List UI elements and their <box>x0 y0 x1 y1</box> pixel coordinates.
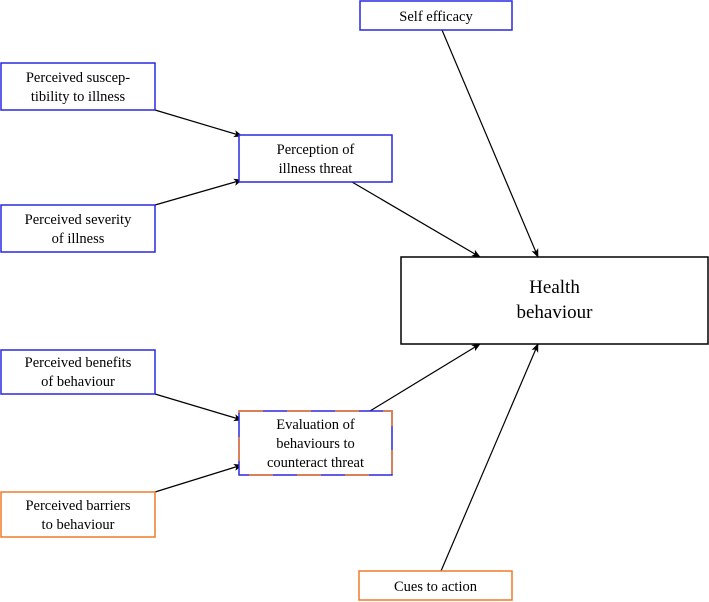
node-self-efficacy: Self efficacy <box>359 0 513 31</box>
node-perceived-benefits: Perceived benefits of behaviour <box>0 349 156 395</box>
node-perceived-susceptibility: Perceived suscep- tibility to illness <box>0 62 156 111</box>
node-label: Perception of <box>277 142 355 158</box>
node-label: tibility to illness <box>31 89 126 105</box>
edge-severity-to-threat <box>154 178 243 206</box>
node-label: Evaluation of <box>276 417 355 433</box>
node-perception-of-threat: Perception of illness threat <box>238 134 393 183</box>
node-label: to behaviour <box>42 517 115 533</box>
node-label: illness threat <box>279 161 353 177</box>
node-evaluation-of-behaviours: Evaluation of behaviours to counteract t… <box>238 410 393 476</box>
node-label: Perceived barriers <box>25 498 130 514</box>
node-label: Perceived severity <box>25 212 132 228</box>
edge-self-efficacy-to-health <box>441 29 539 258</box>
node-label: Cues to action <box>394 579 478 595</box>
node-label: Perceived benefits <box>25 355 132 371</box>
edge-threat-to-health <box>351 181 481 258</box>
node-label: Perceived suscep- <box>26 70 130 86</box>
edge-barriers-to-evaluation <box>154 463 243 493</box>
edge-cues-to-health <box>440 343 539 572</box>
node-perceived-barriers: Perceived barriers to behaviour <box>0 491 156 538</box>
node-label: of illness <box>52 231 105 247</box>
node-perceived-severity: Perceived severity of illness <box>0 204 156 253</box>
node-health-behaviour: Health behaviour <box>400 256 709 345</box>
node-label: behaviour <box>517 302 594 323</box>
node-label: counteract threat <box>267 455 364 471</box>
node-cues-to-action: Cues to action <box>358 570 513 601</box>
edge-benefits-to-evaluation <box>154 393 243 422</box>
edges <box>154 29 539 572</box>
node-label: Self efficacy <box>399 9 473 25</box>
node-label: Health <box>529 277 580 298</box>
node-label: of behaviour <box>41 374 115 390</box>
edge-evaluation-to-health <box>369 343 481 412</box>
node-label: behaviours to <box>276 436 355 452</box>
edge-susceptibility-to-threat <box>154 109 243 138</box>
